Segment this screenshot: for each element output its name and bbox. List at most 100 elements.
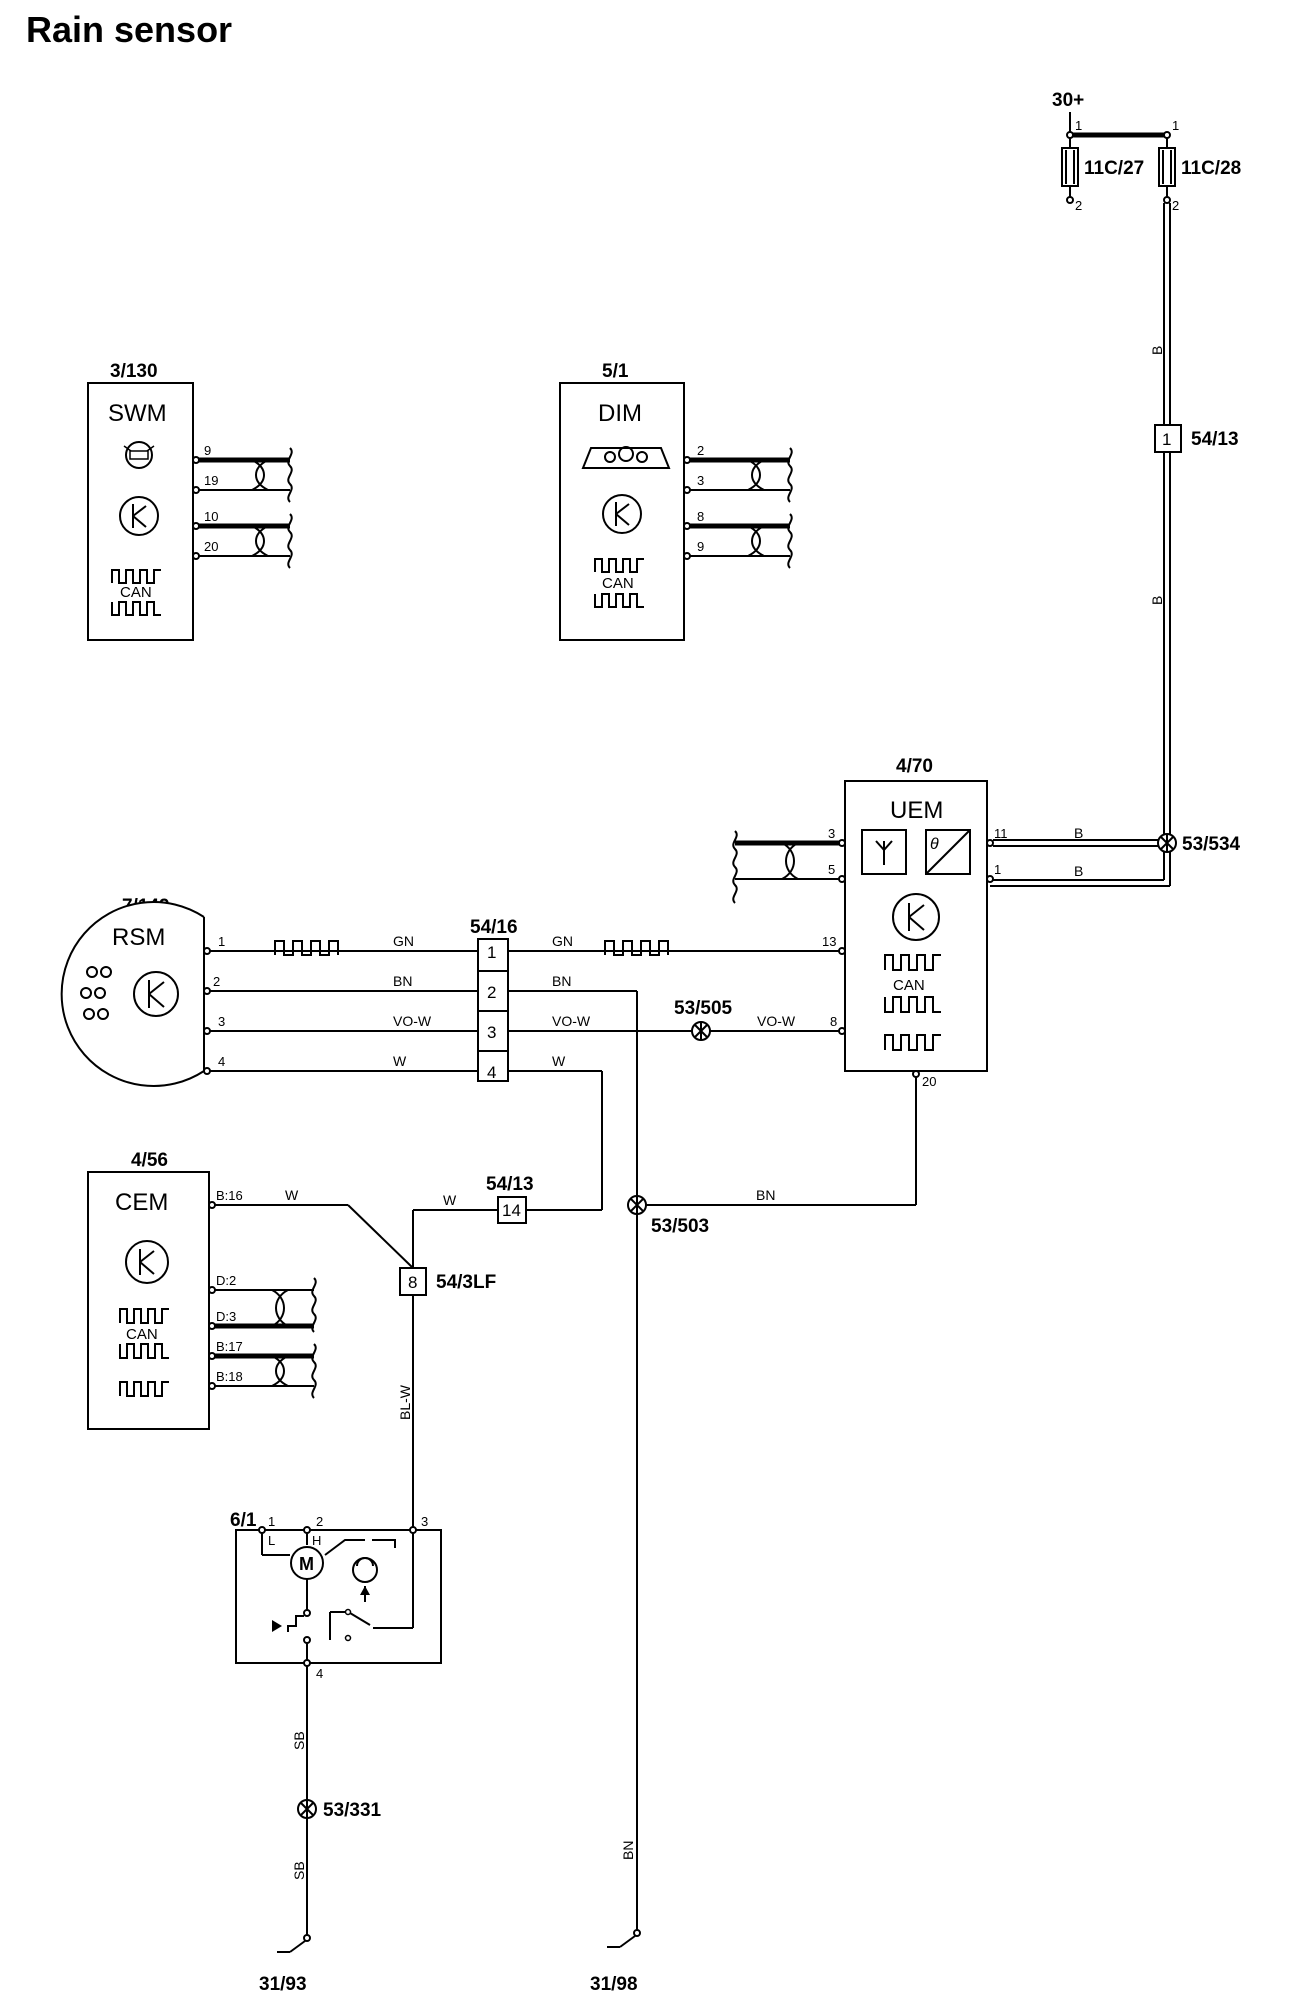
svg-text:2: 2 [213,974,220,989]
fuse-11c-27-label: 11C/27 [1084,158,1144,179]
connector-54-3lf: 8 54/3LF [399,1267,496,1296]
svg-text:SB: SB [291,1861,307,1880]
svg-text:9: 9 [204,443,211,458]
fuse-11c-28: 2 11C/28 [1158,138,1241,213]
svg-text:4: 4 [316,1666,323,1681]
svg-text:B:17: B:17 [216,1339,243,1354]
svg-text:8: 8 [830,1014,837,1029]
svg-text:B:16: B:16 [216,1188,243,1203]
svg-text:53/331: 53/331 [323,1800,382,1821]
svg-text:4: 4 [487,1063,496,1082]
park-cam-icon [352,1557,378,1602]
module-rsm: 7/149 RSM 1 2 3 4 [60,896,225,1087]
svg-text:1: 1 [218,934,225,949]
svg-text:3: 3 [421,1514,428,1529]
antenna-icon [861,829,907,875]
dim-name: DIM [598,400,642,427]
module-swm: 3/130 SWM CAN 9 19 10 20 [87,361,293,641]
transistor-icon [133,971,179,1017]
swm-pins: 9 19 10 20 [192,443,293,569]
svg-text:2: 2 [1172,198,1179,213]
connector-54-13-top: 1 54/13 [1154,424,1239,453]
svg-text:B: B [1149,596,1165,605]
svg-text:W: W [552,1053,566,1069]
svg-text:L: L [268,1533,275,1548]
svg-text:11: 11 [994,826,1008,841]
svg-text:5: 5 [828,862,835,877]
fuse-11c-27: 2 11C/27 [1061,138,1144,213]
fuse-icon [1158,147,1176,187]
uem-ref: 4/70 [896,756,933,777]
cem-name: CEM [115,1189,168,1216]
svg-text:W: W [285,1187,299,1203]
transistor-icon [119,496,159,536]
svg-text:8: 8 [408,1273,417,1292]
svg-text:4: 4 [218,1054,225,1069]
svg-text:B: B [1074,825,1083,841]
svg-text:VO-W: VO-W [757,1013,796,1029]
svg-text:BN: BN [393,973,412,989]
swm-ref: 3/130 [110,361,158,382]
svg-text:H: H [312,1533,321,1548]
power-supply: 30+ 1 1 2 11C/27 2 11C/28 [990,90,1241,887]
svg-text:10: 10 [204,509,218,524]
wiper-ref: 6/1 [230,1510,257,1531]
uem-ground-wire: BN [646,1077,917,1206]
svg-text:3: 3 [697,473,704,488]
connector-54-13-mid: 54/13 14 [486,1174,534,1224]
svg-text:CAN: CAN [120,584,152,601]
fuse-icon [1061,147,1079,187]
svg-text:BN: BN [756,1187,775,1203]
dim-ref: 5/1 [602,361,629,382]
svg-text:CAN: CAN [602,575,634,592]
svg-text:2: 2 [316,1514,323,1529]
svg-text:8: 8 [697,509,704,524]
svg-text:53/505: 53/505 [674,998,733,1019]
module-dim: 5/1 DIM CAN 2 3 8 9 [559,361,793,641]
steering-wheel-icon [123,441,155,469]
signal-pulse-icon [604,940,669,956]
wire-b-supply: B B [990,203,1171,887]
svg-text:3: 3 [218,1014,225,1029]
can-icon: CAN [119,1308,169,1397]
svg-text:2: 2 [697,443,704,458]
svg-text:1: 1 [1172,118,1179,133]
svg-text:VO-W: VO-W [393,1013,432,1029]
cem-w-wiring: W W BL-W [215,1187,498,1530]
svg-text:1: 1 [1162,430,1171,449]
instrument-panel-icon [581,446,671,469]
svg-text:54/13: 54/13 [1191,429,1239,450]
linkage-icon [324,1539,396,1556]
svg-text:31/93: 31/93 [259,1974,307,1995]
splice-53-503: 53/503 [627,1195,709,1237]
transistor-icon [602,494,642,534]
wiper-ground-wire: SB SB [291,1666,308,1935]
uem-name: UEM [890,797,943,824]
svg-text:2: 2 [1075,198,1082,213]
splice-53-331: 53/331 [297,1799,382,1821]
svg-text:1: 1 [1075,118,1082,133]
supply-label: 30+ [1052,90,1084,111]
module-wiper-motor: 6/1 1 2 3 4 L H M [230,1510,442,1681]
svg-text:20: 20 [922,1074,936,1089]
svg-text:3: 3 [487,1023,496,1042]
svg-text:θ: θ [930,836,939,853]
svg-text:14: 14 [502,1201,521,1220]
svg-text:2: 2 [487,983,496,1002]
svg-text:54/16: 54/16 [470,917,518,938]
ground-31-93: 31/93 [259,1934,311,1995]
rsm-name: RSM [112,924,165,951]
page-title: Rain sensor [26,9,232,50]
swm-name: SWM [108,400,167,427]
can-icon: CAN [884,954,941,1051]
dim-pins: 2 3 8 9 [683,443,793,569]
module-cem: 4/56 CEM CAN B:16 D:2 D:3 B:17 B:18 [87,1150,317,1430]
svg-text:1: 1 [268,1514,275,1529]
can-icon: CAN [111,569,161,616]
svg-text:M: M [299,1554,314,1574]
svg-text:19: 19 [204,473,218,488]
svg-text:20: 20 [204,539,218,554]
svg-text:13: 13 [822,934,836,949]
splice-53-505: 53/505 [674,998,733,1041]
